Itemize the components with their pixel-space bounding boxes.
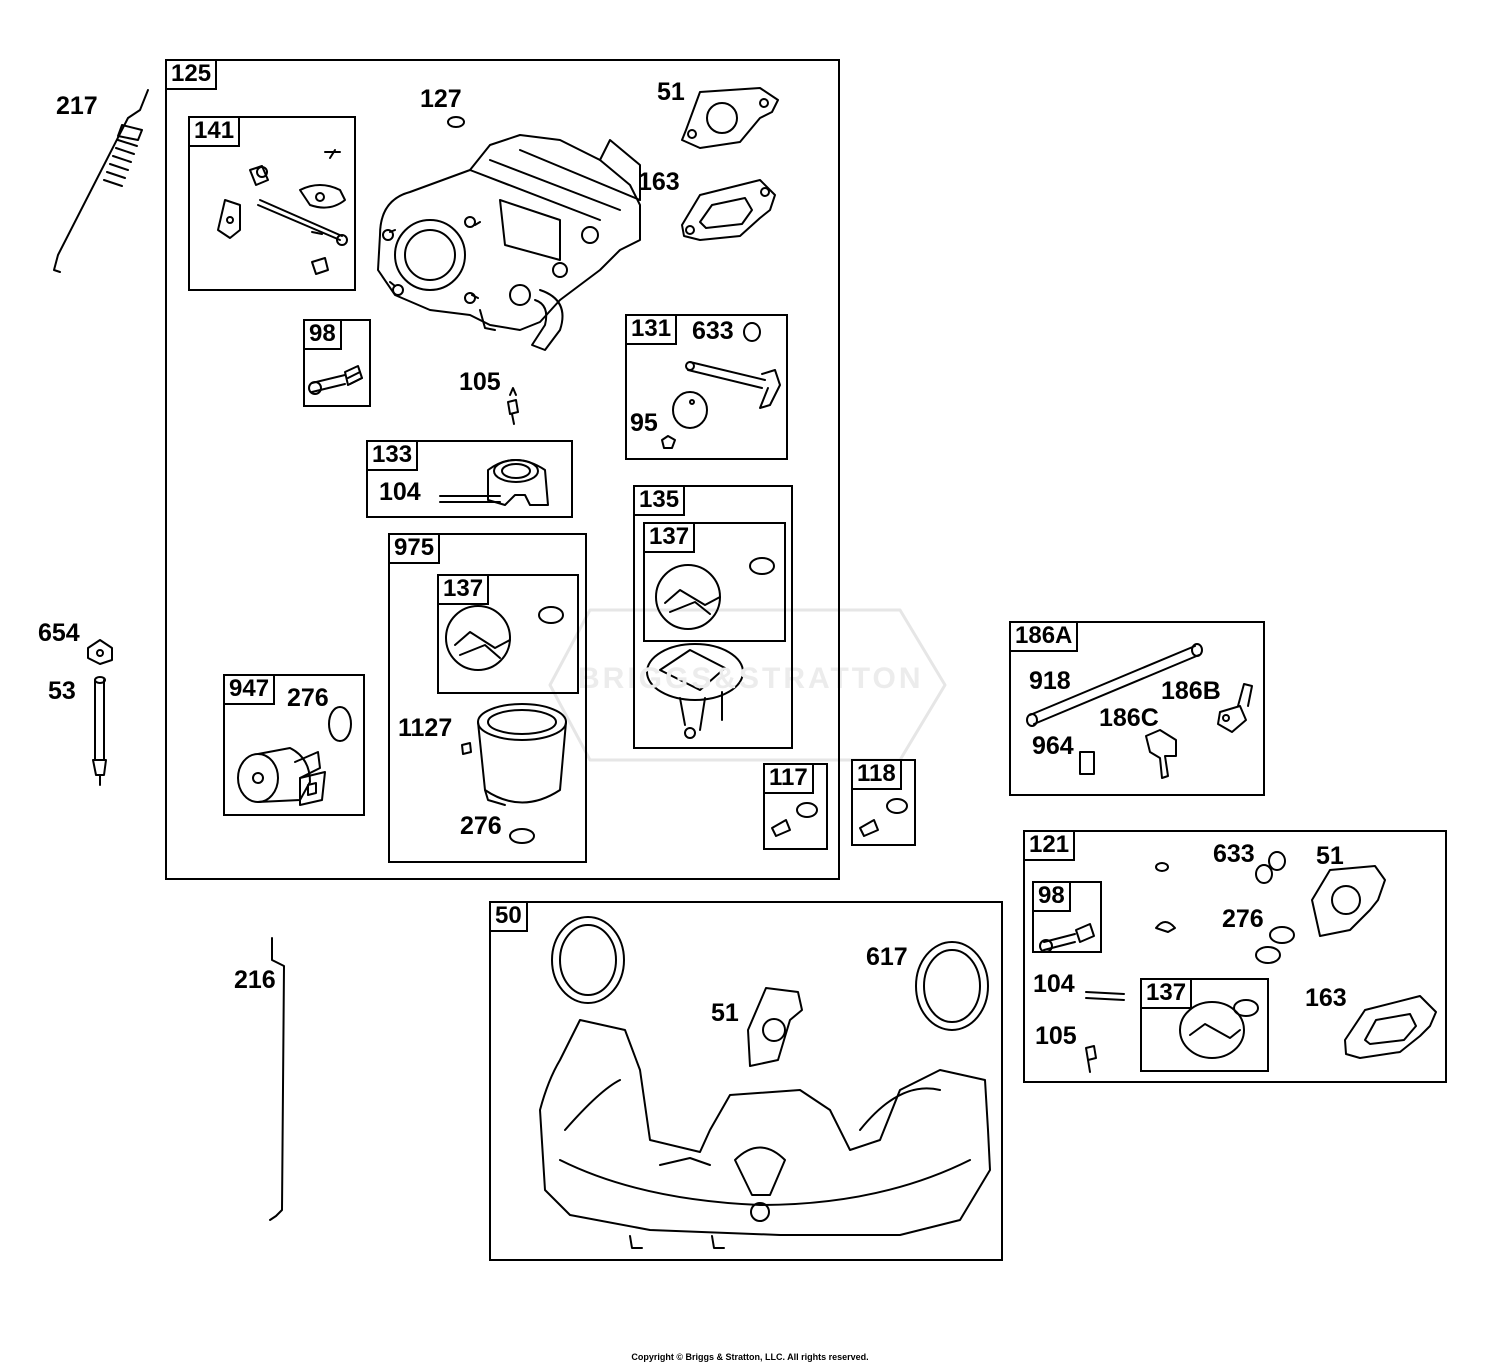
callout-104-kit: 104 <box>1033 970 1075 998</box>
callout-217: 217 <box>56 92 98 120</box>
box-label-121: 121 <box>1023 830 1076 861</box>
box-label-137-upper: 137 <box>643 522 696 553</box>
callout-127: 127 <box>420 85 462 113</box>
nut-654 <box>87 639 113 665</box>
gasket-set-137-b <box>655 557 775 630</box>
gasket-set-137-a <box>445 605 564 671</box>
callout-617: 617 <box>866 943 908 971</box>
box-label-50: 50 <box>489 901 528 932</box>
rod-53 <box>92 676 107 786</box>
box-label-117: 117 <box>763 763 814 794</box>
box-label-133: 133 <box>366 440 419 471</box>
box-label-186a: 186A <box>1009 621 1079 652</box>
callout-163-kit: 163 <box>1305 984 1347 1012</box>
callout-633-top: 633 <box>692 317 734 345</box>
callout-1127: 1127 <box>398 714 453 742</box>
carburetor-body <box>377 134 641 351</box>
callout-104-top: 104 <box>379 478 421 506</box>
callout-276-kit: 276 <box>1222 905 1264 933</box>
intake-manifold-50 <box>539 916 991 1249</box>
callout-51-kit: 51 <box>1316 842 1344 870</box>
box-label-975: 975 <box>388 533 441 564</box>
float-pin-133 <box>439 459 549 506</box>
box-label-98: 98 <box>303 319 342 350</box>
callout-51-manifold: 51 <box>711 999 739 1027</box>
box-117: 117 <box>763 763 828 850</box>
o-ring-127 <box>447 116 465 128</box>
gasket-163-top <box>681 179 776 241</box>
box-118: 118 <box>851 759 916 846</box>
box-137-upper: 137 <box>643 522 786 642</box>
box-98-kit: 98 <box>1032 881 1102 953</box>
box-label-137-bowl: 137 <box>437 574 490 605</box>
box-label-125: 125 <box>165 59 218 90</box>
solenoid-947 <box>237 706 352 806</box>
watermark: BRIGGS&STRATTON <box>578 662 924 695</box>
callout-276-bowl: 276 <box>460 812 502 840</box>
box-135: 135 <box>633 485 793 749</box>
fuel-line-186a <box>1026 643 1253 779</box>
carb-upper-135 <box>646 643 744 739</box>
box-947: 947 <box>223 674 365 816</box>
callout-95: 95 <box>630 409 658 437</box>
needle-105 <box>507 387 519 425</box>
choke-shaft-131 <box>661 322 781 449</box>
box-98: 98 <box>303 319 371 407</box>
callout-918: 918 <box>1029 667 1071 695</box>
callout-216: 216 <box>234 966 276 994</box>
box-121: 121 <box>1023 830 1447 1083</box>
box-186a: 186A <box>1009 621 1265 796</box>
callout-53: 53 <box>48 677 76 705</box>
box-131: 131 <box>625 314 788 460</box>
box-975: 975 <box>388 533 587 863</box>
box-label-141: 141 <box>188 116 241 147</box>
linkage-parts-141 <box>217 149 348 275</box>
screw-118 <box>859 798 908 837</box>
box-125: 125 <box>165 59 840 880</box>
box-label-137-kit: 137 <box>1140 978 1193 1009</box>
box-50: 50 <box>489 901 1003 1261</box>
box-label-131: 131 <box>625 314 678 345</box>
screw-117 <box>771 802 818 837</box>
box-137-bowl: 137 <box>437 574 579 694</box>
callout-105-kit: 105 <box>1035 1022 1077 1050</box>
callout-276-solenoid: 276 <box>287 684 329 712</box>
spring-rod-217 <box>53 89 149 273</box>
box-141: 141 <box>188 116 356 291</box>
box-label-135: 135 <box>633 485 686 516</box>
screw-spring-98 <box>308 365 363 395</box>
box-label-98-kit: 98 <box>1032 881 1071 912</box>
box-label-118: 118 <box>851 759 902 790</box>
callout-105-top: 105 <box>459 368 501 396</box>
callout-964: 964 <box>1032 732 1074 760</box>
kit-parts-121 <box>1039 851 1437 1073</box>
fuel-bowl-975 <box>461 703 567 844</box>
callout-51-top: 51 <box>657 78 685 106</box>
box-137-kit: 137 <box>1140 978 1269 1072</box>
box-label-947: 947 <box>223 674 276 705</box>
box-133: 133 <box>366 440 573 518</box>
callout-163-top: 163 <box>638 168 680 196</box>
callout-633-kit: 633 <box>1213 840 1255 868</box>
copyright-notice: Copyright © Briggs & Stratton, LLC. All … <box>631 1352 869 1362</box>
callout-186c: 186C <box>1099 704 1159 732</box>
rod-216 <box>269 937 285 1221</box>
gasket-51-top <box>681 87 779 149</box>
callout-654: 654 <box>38 619 80 647</box>
callout-186b: 186B <box>1161 677 1221 705</box>
